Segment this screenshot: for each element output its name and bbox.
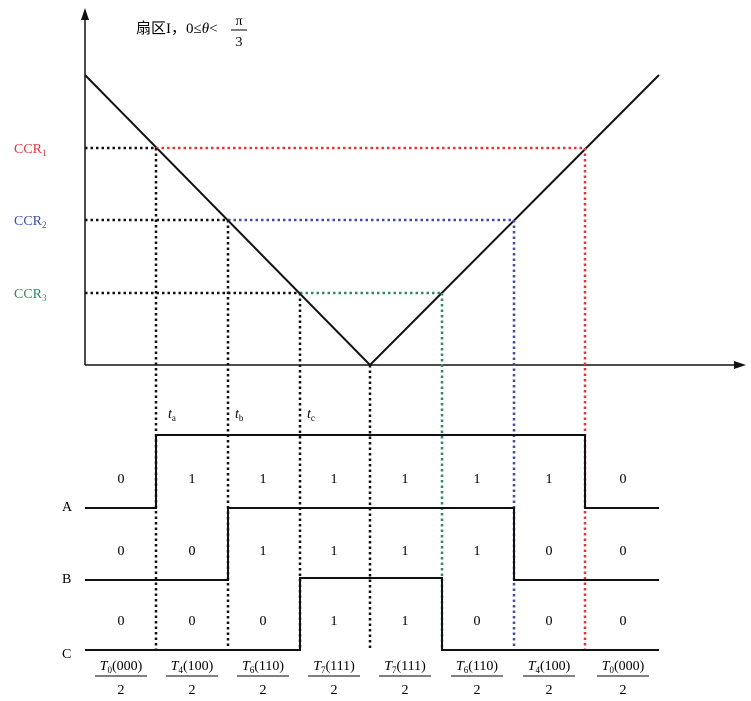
phase-c-value: 0 [474, 614, 481, 629]
svg-text:2: 2 [118, 683, 125, 698]
phase-values: 0 1 1 1 1 1 1 0 0 0 1 1 1 1 0 0 0 0 0 1 … [118, 472, 627, 629]
title-sector: 扇区I， [136, 20, 186, 37]
svg-text:T6(110): T6(110) [456, 659, 498, 675]
axes [81, 8, 746, 369]
svg-text:2: 2 [402, 683, 409, 698]
title-pi: π [235, 14, 242, 29]
ccr3-label: CCR3 [14, 287, 47, 303]
interval-label-7: T4(100) 2 [523, 659, 575, 698]
svg-text:T0(000): T0(000) [100, 659, 143, 675]
phase-a-value: 1 [189, 472, 196, 487]
phase-b-value: 1 [474, 544, 481, 559]
phase-b-value: 0 [546, 544, 553, 559]
svg-text:2: 2 [189, 683, 196, 698]
phase-c-value: 1 [331, 614, 338, 629]
phase-a-value: 1 [331, 472, 338, 487]
phase-names: A B C [62, 500, 73, 662]
phase-c-value: 0 [620, 614, 627, 629]
ccr2-label: CCR2 [14, 214, 47, 230]
svg-text:2: 2 [331, 683, 338, 698]
interval-labels: T0(000) 2 T4(100) 2 T6(110) 2 T7(111) 2 … [95, 659, 649, 698]
svg-text:T0(000): T0(000) [602, 659, 645, 675]
phase-b-waveform [85, 507, 659, 581]
phase-a-value: 1 [546, 472, 553, 487]
phase-a-name: A [62, 500, 73, 515]
phase-c-value: 1 [402, 614, 409, 629]
phase-b-value: 0 [189, 544, 196, 559]
vertical-timing-lines [154, 148, 587, 650]
phase-b-value: 1 [402, 544, 409, 559]
svg-text:2: 2 [474, 683, 481, 698]
interval-label-3: T6(110) 2 [237, 659, 289, 698]
svg-text:T7(111): T7(111) [313, 659, 355, 675]
svg-text:2: 2 [620, 683, 627, 698]
interval-label-2: T4(100) 2 [166, 659, 218, 698]
phase-a-value: 1 [402, 472, 409, 487]
phase-a-waveform [85, 434, 659, 509]
phase-a-value: 0 [620, 472, 627, 487]
interval-label-1: T0(000) 2 [95, 659, 147, 698]
phase-c-value: 0 [189, 614, 196, 629]
compare-level-lines-colored [156, 146, 585, 295]
phase-a-value: 0 [118, 472, 125, 487]
svg-text:T4(100): T4(100) [528, 659, 571, 675]
ta-label: ta [168, 407, 176, 423]
svg-text:T7(111): T7(111) [384, 659, 426, 675]
phase-c-value: 0 [546, 614, 553, 629]
y-axis-arrow [81, 8, 89, 20]
title-theta: θ [202, 21, 210, 37]
svg-text:T6(110): T6(110) [242, 659, 284, 675]
ccr1-label: CCR1 [14, 142, 47, 158]
svg-text:T4(100): T4(100) [171, 659, 214, 675]
interval-label-4: T7(111) 2 [308, 659, 360, 698]
ccr-labels: CCR1 CCR2 CCR3 [14, 142, 47, 303]
svg-text:2: 2 [546, 683, 553, 698]
interval-label-8: T0(000) 2 [597, 659, 649, 698]
title-condition: 0≤ [186, 21, 202, 37]
interval-label-5: T7(111) 2 [379, 659, 431, 698]
phase-c-name: C [62, 647, 71, 662]
title: 扇区I，0≤θ< π 3 [136, 14, 247, 50]
tb-label: tb [235, 407, 244, 423]
phase-b-value: 0 [118, 544, 125, 559]
phase-b-name: B [62, 572, 71, 587]
phase-c-value: 0 [118, 614, 125, 629]
phase-a-value: 1 [474, 472, 481, 487]
svg-text:2: 2 [260, 683, 267, 698]
phase-c-waveform [85, 577, 659, 651]
phase-waveforms [85, 434, 659, 651]
title-three: 3 [236, 35, 243, 50]
svg-text:扇区I，0≤θ<: 扇区I，0≤θ< [136, 20, 218, 37]
phase-a-value: 1 [260, 472, 267, 487]
tc-label: tc [307, 407, 315, 423]
x-axis-arrow [734, 361, 746, 369]
title-less-than: < [209, 21, 217, 37]
phase-b-value: 1 [260, 544, 267, 559]
phase-c-value: 0 [260, 614, 267, 629]
interval-label-6: T6(110) 2 [451, 659, 503, 698]
phase-b-value: 0 [620, 544, 627, 559]
time-labels: ta tb tc [168, 407, 315, 423]
phase-b-value: 1 [331, 544, 338, 559]
